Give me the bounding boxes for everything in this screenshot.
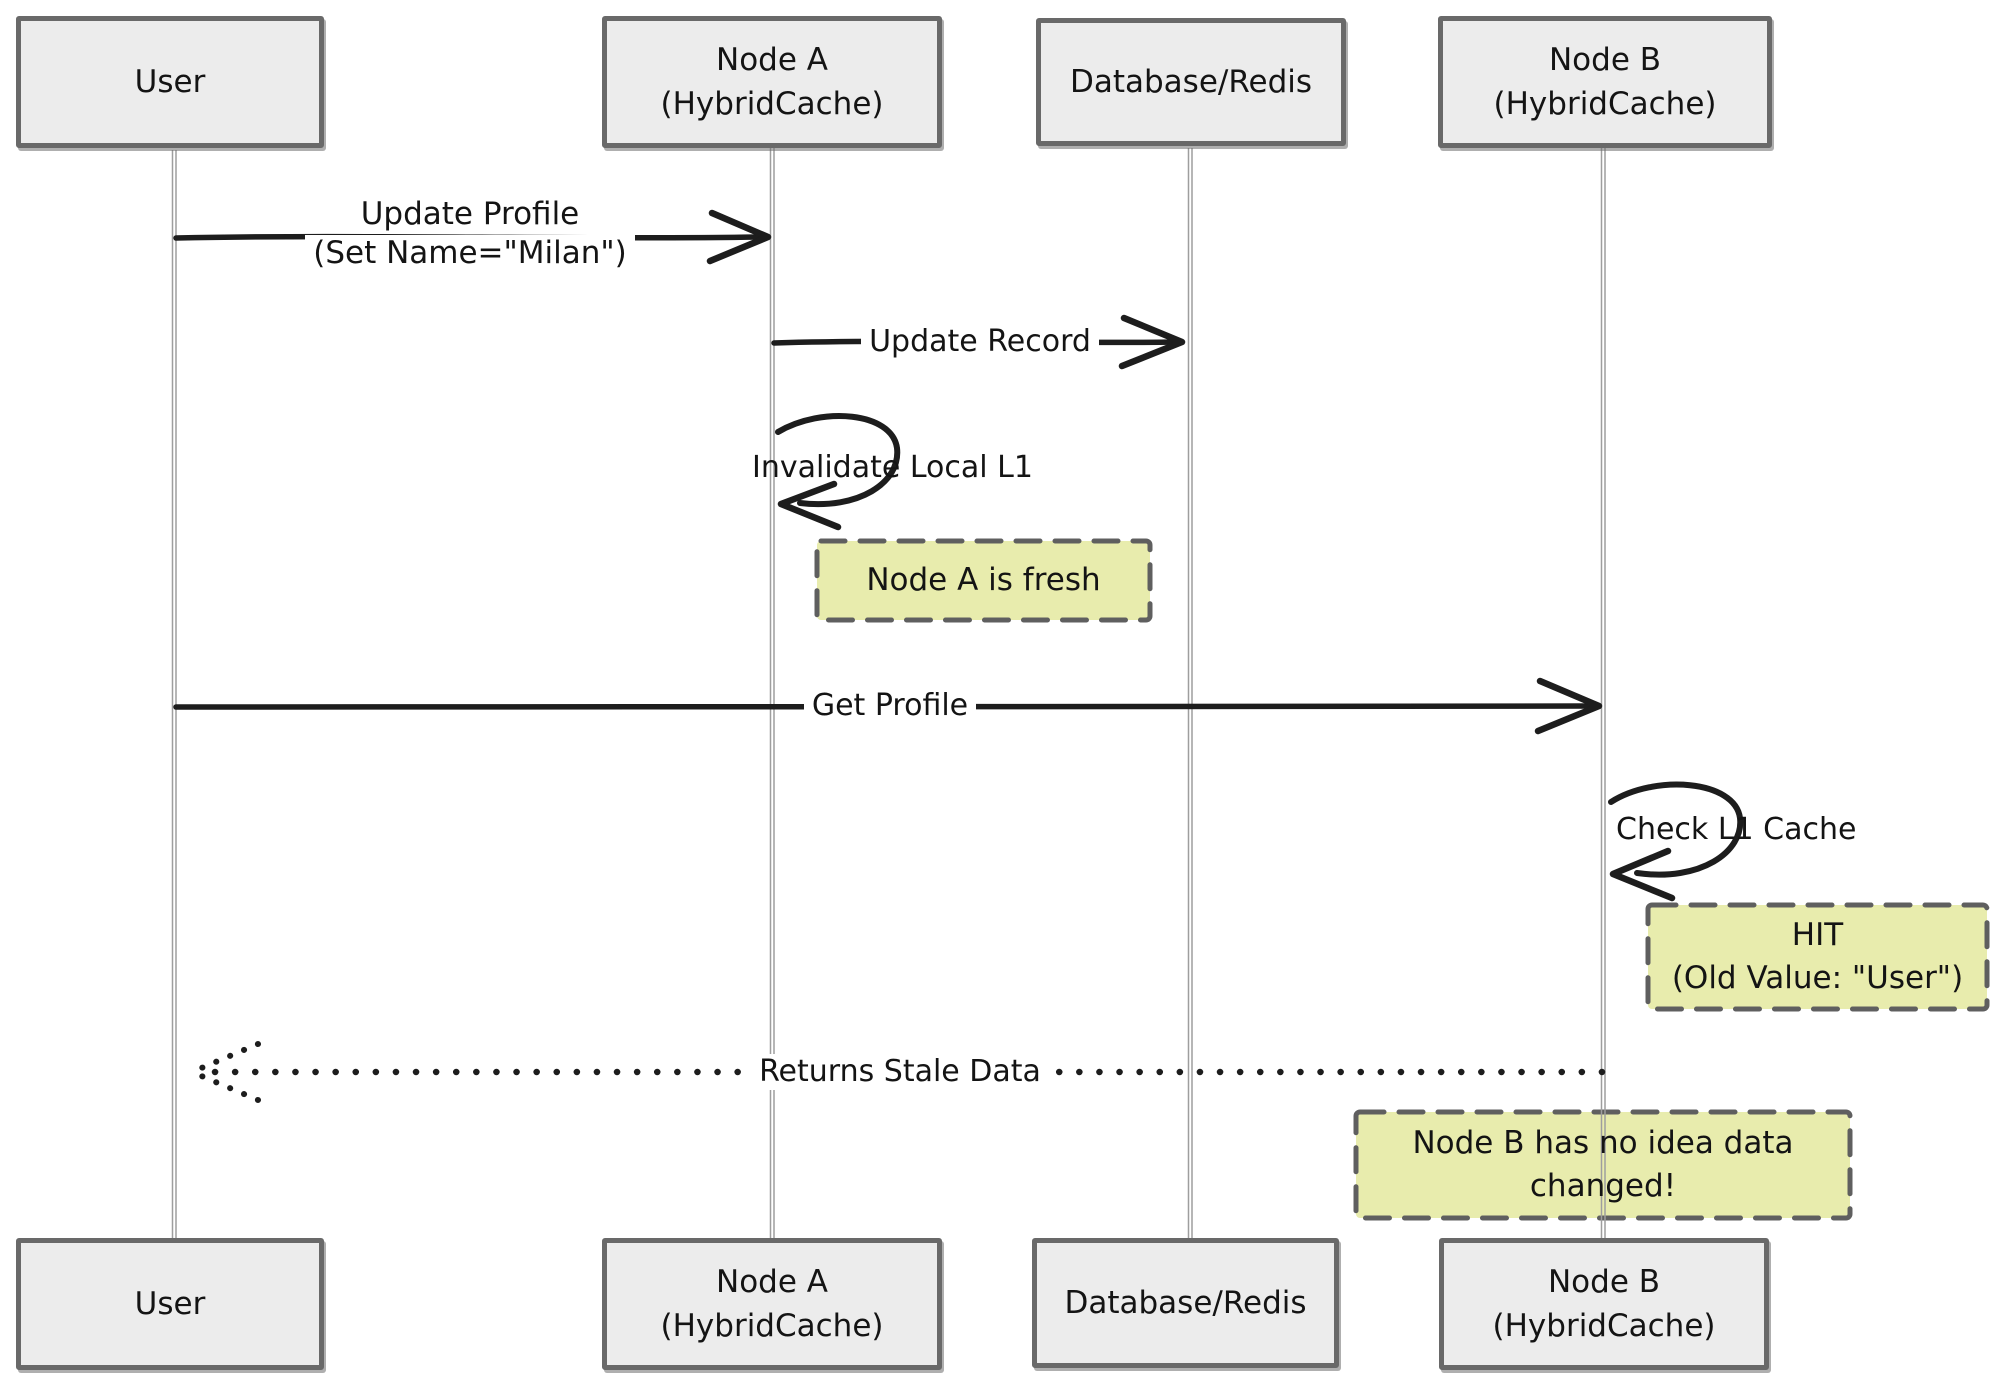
message-label-get-profile: Get Profile [790, 688, 990, 724]
lifeline-user [171, 150, 177, 1240]
actor-bottom-user: User [16, 1238, 324, 1370]
actor-bottom-node-b: Node B (HybridCache) [1439, 1238, 1769, 1370]
note-box-node-b-no-idea [1353, 1109, 1853, 1221]
note-box-hit [1645, 902, 1990, 1012]
self-loop-check-l1-cache [1608, 781, 1744, 902]
actor-label-line2: (HybridCache) [660, 86, 884, 122]
note-boxes [814, 538, 1990, 1221]
message-label-update-profile-line2: (Set Name="Milan") [270, 235, 670, 271]
actor-label: Database/Redis [1064, 1285, 1307, 1321]
actor-label-line2: (HybridCache) [1493, 86, 1717, 122]
message-label-invalidate-local-l1: Invalidate Local L1 [752, 450, 1033, 485]
note-hit-old-value: HIT (Old Value: "User") [1671, 917, 1964, 996]
actor-label: Node B [1547, 1264, 1661, 1300]
actor-bottom-node-a: Node A (HybridCache) [602, 1238, 942, 1370]
actor-label-line2: (HybridCache) [1492, 1308, 1716, 1344]
actor-label: Node A [716, 1264, 828, 1300]
message-label-check-l1-cache: Check L1 Cache [1616, 812, 1857, 847]
actor-top-database-redis: Database/Redis [1036, 18, 1346, 146]
lifeline-database-redis [1187, 148, 1193, 1240]
actor-label: User [134, 1286, 206, 1322]
arrow-returns-stale-data [189, 1041, 1606, 1103]
note-node-a-is-fresh: Node A is fresh [866, 562, 1101, 598]
actor-label-line2: (HybridCache) [660, 1308, 884, 1344]
actor-label: Node B [1548, 42, 1662, 78]
actor-label: Database/Redis [1069, 64, 1313, 100]
message-label-update-record: Update Record [855, 324, 1105, 360]
actor-top-node-a: Node A (HybridCache) [602, 16, 942, 148]
actor-top-node-b: Node B (HybridCache) [1438, 16, 1772, 148]
lifeline-node-b [1600, 148, 1606, 1240]
actor-label: User [134, 64, 206, 100]
actor-top-user: User [16, 16, 324, 148]
actor-bottom-database-redis: Database/Redis [1032, 1238, 1339, 1368]
actor-label: Node A [716, 42, 828, 78]
note-node-b-no-idea: Node B has no idea data changed! [1412, 1125, 1794, 1204]
message-label-update-profile-line1: Update Profile [360, 196, 580, 232]
message-label-returns-stale-data: Returns Stale Data [735, 1054, 1065, 1090]
self-loop-invalidate-l1 [775, 413, 901, 531]
lifelines [171, 148, 1606, 1240]
note-box-node-a-fresh [814, 538, 1153, 623]
